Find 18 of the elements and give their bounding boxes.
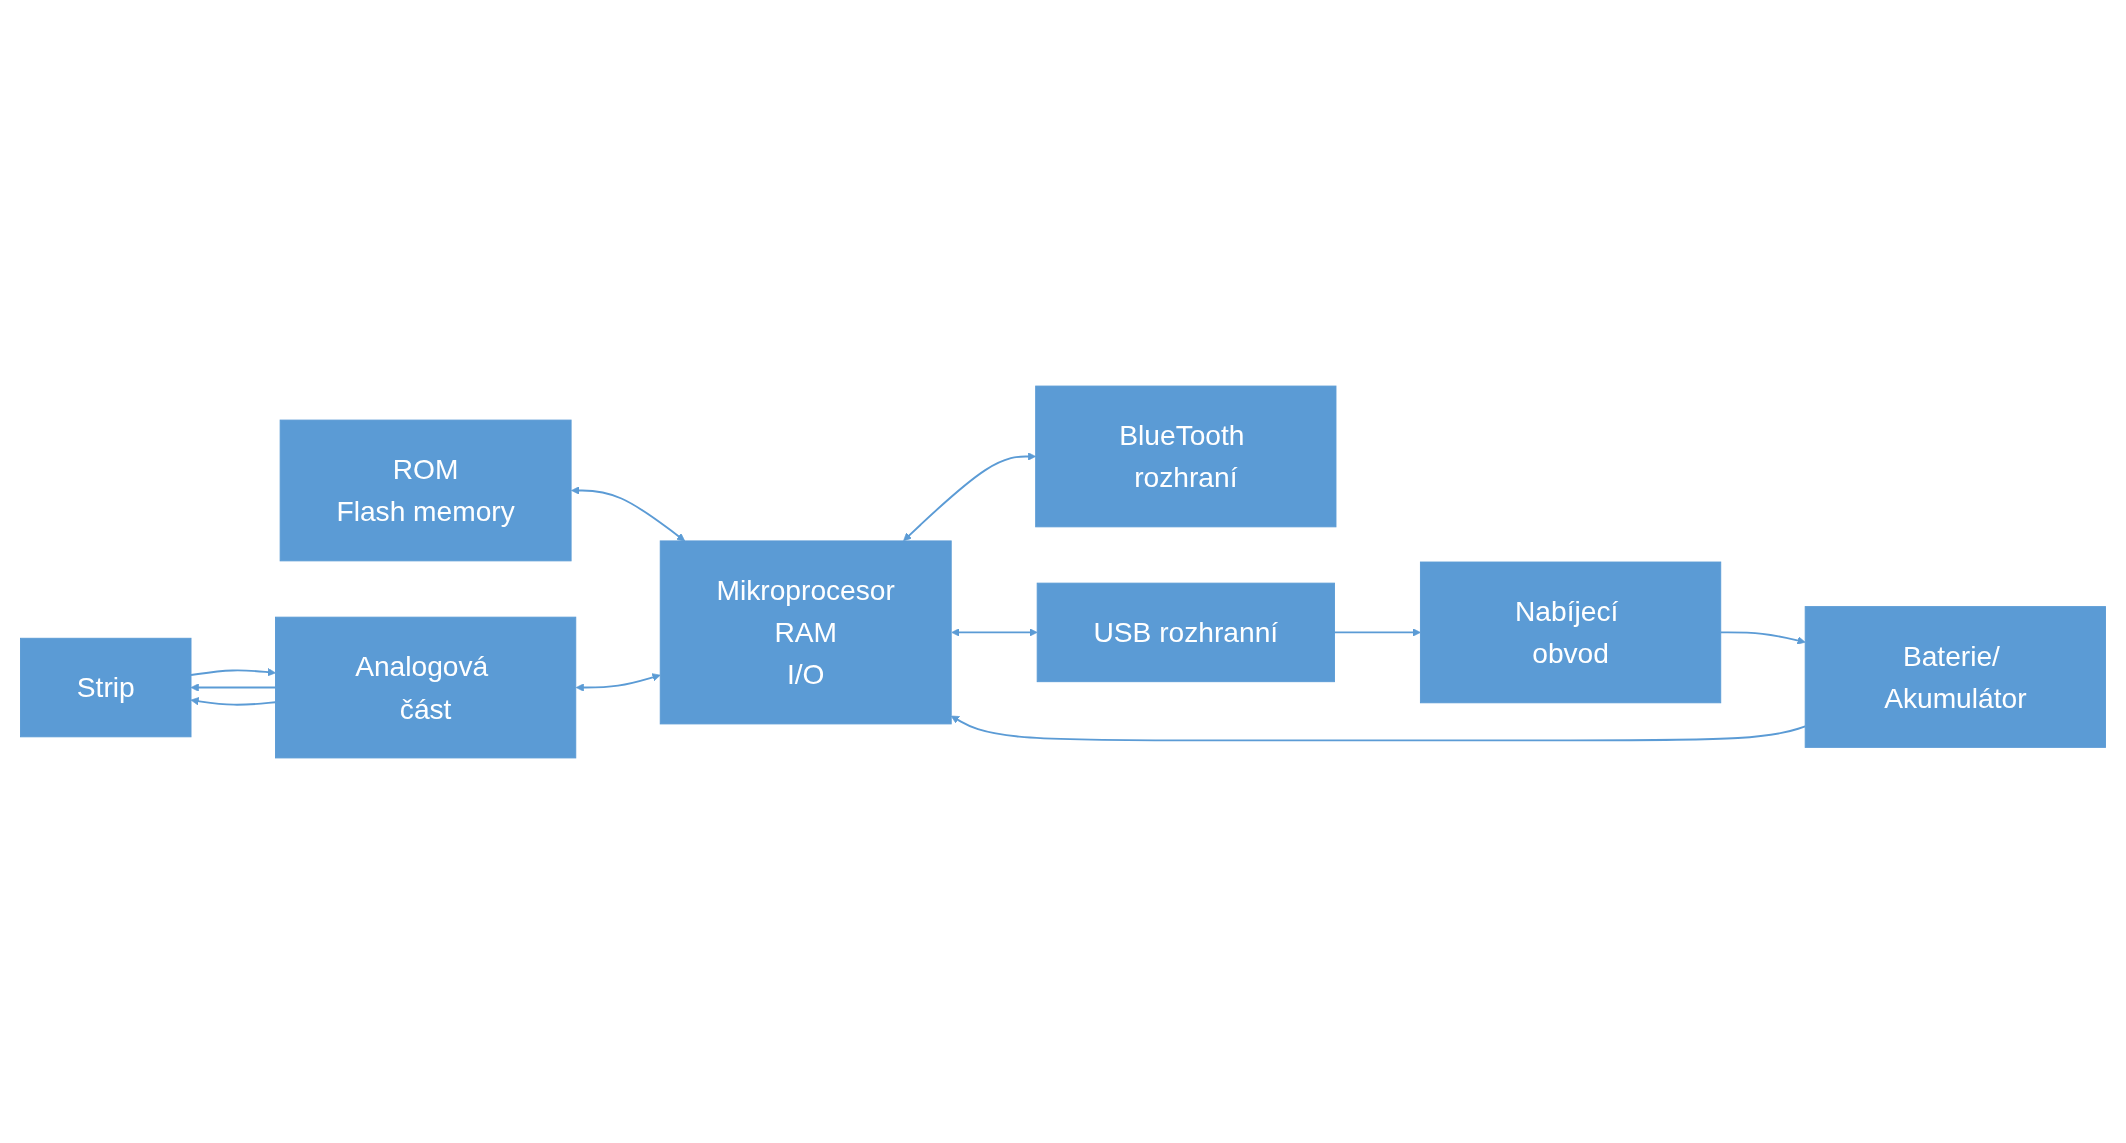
arrow [950,715,1807,741]
node-box: Mikroprocesor RAM I/O [659,539,952,724]
node-box: Nabíjecí obvod [1419,561,1722,703]
arrow [575,672,661,692]
node-box: ROM Flash memory [279,419,572,561]
node-box: Strip [20,637,192,737]
arrow [1719,630,1806,645]
arrow [190,696,277,706]
node-box: Baterie/ Akumulátor [1804,605,2106,748]
arrow [571,485,686,541]
node-box: BlueTooth rozhraní [1035,385,1337,527]
arrow [951,627,1038,637]
arrow [190,682,277,692]
node-box: USB rozhranní [1036,582,1335,682]
arrow [190,667,276,676]
arrow [903,451,1037,541]
arrow [1333,627,1421,637]
node-box: Analogová část [275,616,577,758]
